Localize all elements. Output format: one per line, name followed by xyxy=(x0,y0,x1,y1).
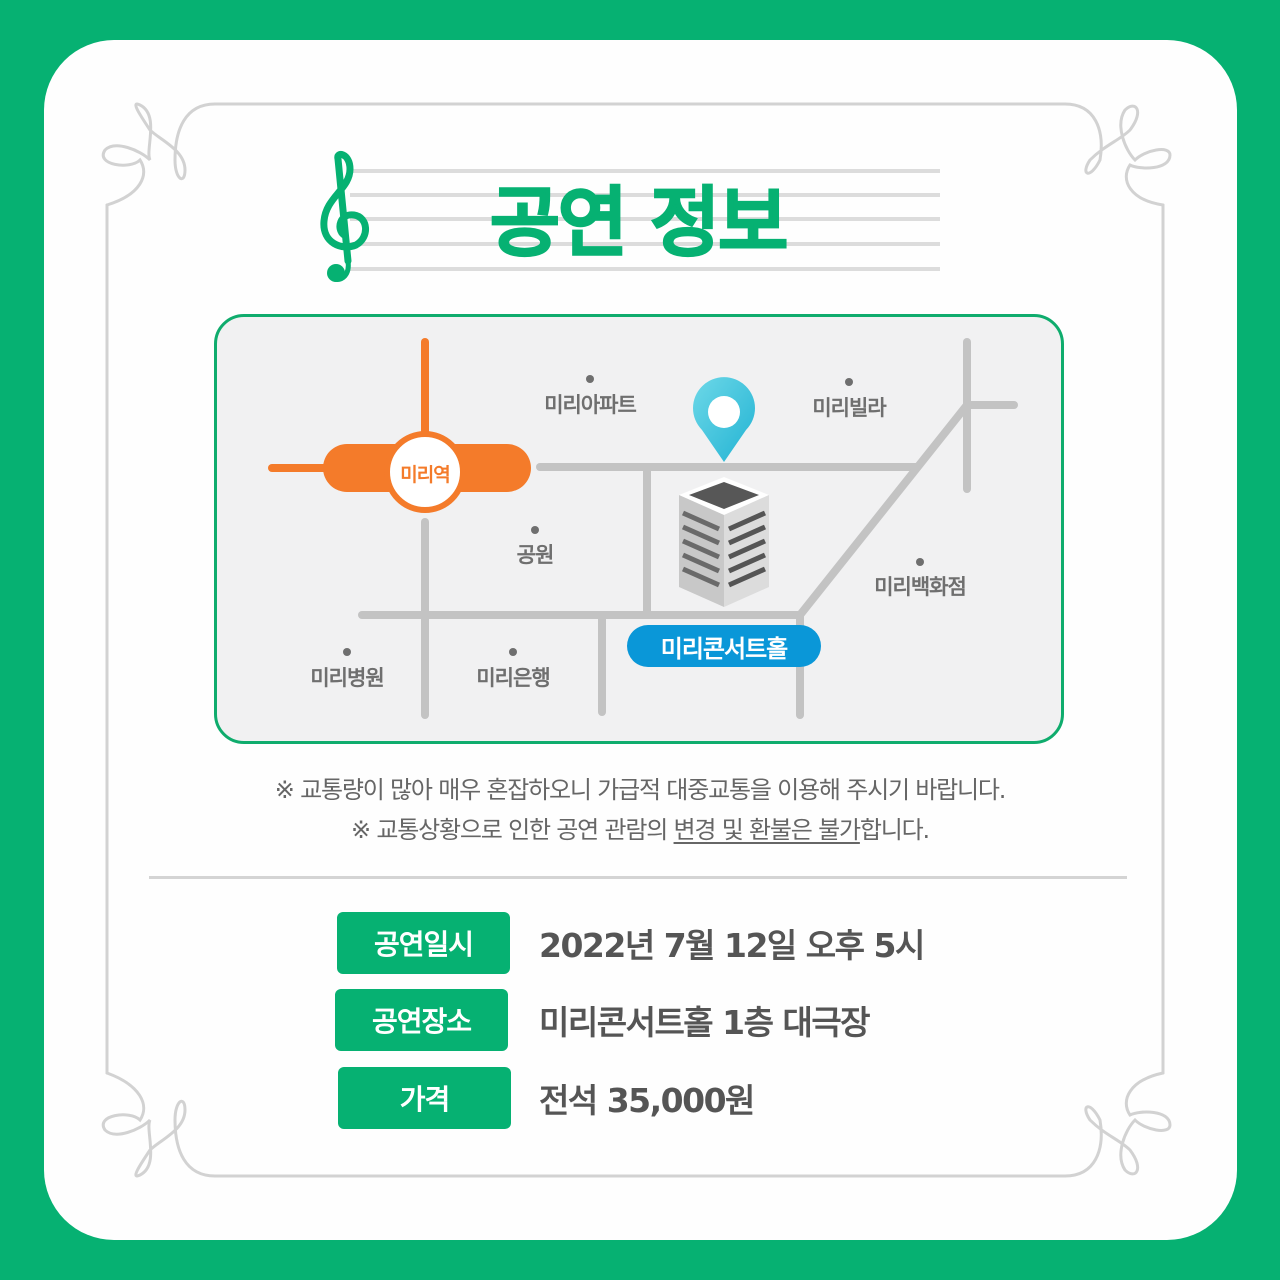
station-label: 미리역 xyxy=(400,464,450,486)
location-map: 미리역 미리아파트 미리빌라 공원 미리백화점 미리병원 미리은행 미리콘서트홀 xyxy=(214,314,1064,744)
notice-text: 합니다. xyxy=(859,816,930,844)
section-divider xyxy=(149,876,1127,879)
landmark-label: 미리빌라 xyxy=(812,396,886,420)
landmark-label: 공원 xyxy=(516,543,555,567)
notice-line-2: ※ 교통상황으로 인한 공연 관람의 변경 및 환불은 불가합니다. xyxy=(0,810,1280,845)
landmark-label: 미리은행 xyxy=(476,666,550,690)
staff-line xyxy=(350,242,940,246)
staff-line xyxy=(350,267,940,271)
map-pin-icon xyxy=(693,377,755,462)
landmark-label: 미리아파트 xyxy=(544,393,637,417)
building-icon xyxy=(679,477,769,607)
map-roads xyxy=(268,338,1018,719)
notice-text: ※ 교통상황으로 인한 공연 관람의 xyxy=(351,816,674,844)
landmark-label: 미리병원 xyxy=(310,666,384,690)
notice-line-1: ※ 교통량이 많아 매우 혼잡하오니 가급적 대중교통을 이용해 주시기 바랍니… xyxy=(274,776,1007,804)
info-value: 2022년 7월 12일 오후 5시 xyxy=(539,926,925,965)
staff-line xyxy=(350,169,940,173)
info-row-venue: 공연장소 미리콘서트홀 1층 대극장 xyxy=(335,989,871,1051)
treble-clef-icon xyxy=(320,151,369,282)
info-value: 미리콘서트홀 1층 대극장 xyxy=(539,1003,871,1042)
info-label: 공연장소 xyxy=(335,989,508,1051)
info-value: 전석 35,000원 xyxy=(539,1081,755,1120)
info-label: 가격 xyxy=(338,1067,511,1129)
title-section: 공연 정보 xyxy=(310,145,950,295)
staff-line xyxy=(350,193,940,197)
page-title: 공연 정보 xyxy=(489,177,789,268)
info-row-date: 공연일시 2022년 7월 12일 오후 5시 xyxy=(337,912,925,974)
info-row-price: 가격 전석 35,000원 xyxy=(338,1067,755,1129)
venue-badge: 미리콘서트홀 xyxy=(627,625,821,667)
notice-underlined-text: 변경 및 환불은 불가 xyxy=(673,816,862,844)
staff-line xyxy=(350,217,940,221)
info-label: 공연일시 xyxy=(337,912,510,974)
landmark-label: 미리백화점 xyxy=(874,575,967,599)
